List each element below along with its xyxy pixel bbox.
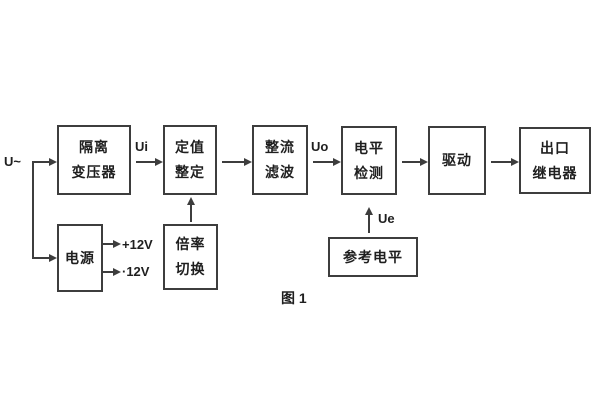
block-label: 驱动	[442, 152, 472, 168]
block-driver: 驱动	[428, 126, 486, 195]
label-ue: Ue	[378, 211, 395, 226]
arrow-driver-to-relay	[491, 161, 511, 163]
arrowhead-up-icon	[365, 207, 373, 215]
block-level-detector: 电平 检测	[341, 126, 397, 195]
label-plus-12v: +12V	[122, 237, 153, 252]
block-label: 倍率	[175, 236, 206, 252]
arrowhead-right-icon	[244, 158, 252, 166]
block-label: 整定	[175, 164, 205, 180]
arrow-setting-to-rectifier	[222, 161, 244, 163]
block-label: 变压器	[71, 164, 117, 180]
arrow-power-plus12v	[103, 243, 113, 245]
block-label: 隔离	[79, 139, 109, 155]
block-label: 参考电平	[343, 248, 403, 265]
line-input-branch	[32, 161, 34, 258]
arrowhead-right-icon	[333, 158, 341, 166]
arrowhead-right-icon	[155, 158, 163, 166]
block-ratio-switch: 倍率 切换	[163, 224, 218, 290]
arrow-power-input-line	[32, 257, 49, 259]
block-label: 检测	[354, 164, 384, 181]
block-output-relay: 出口 继电器	[519, 127, 591, 194]
label-uo: Uo	[311, 139, 329, 154]
block-label: 滤波	[265, 164, 295, 180]
label-input-voltage: U~	[4, 154, 21, 169]
arrowhead-right-icon	[420, 158, 428, 166]
arrowhead-right-icon	[113, 268, 121, 276]
arrowhead-right-icon	[511, 158, 519, 166]
arrowhead-right-icon	[49, 254, 57, 262]
block-reference-level: 参考电平	[328, 237, 418, 277]
arrow-rectifier-to-level	[313, 161, 333, 163]
block-label: 电平	[354, 139, 384, 156]
block-setting-adjust: 定值 整定	[163, 125, 217, 195]
arrow-ratio-to-setting	[190, 205, 192, 222]
arrow-transformer-to-setting	[136, 161, 155, 163]
arrow-power-minus12v	[103, 271, 113, 273]
arrowhead-right-icon	[113, 240, 121, 248]
arrow-reference-to-level	[368, 215, 370, 233]
block-label: 定值	[175, 139, 205, 155]
arrow-input-line	[33, 161, 49, 163]
block-label: 整流	[265, 139, 295, 155]
block-rectifier-filter: 整流 滤波	[252, 125, 308, 195]
block-isolation-transformer: 隔离 变压器	[57, 125, 131, 195]
label-ui: Ui	[135, 139, 148, 154]
block-label: 出口	[540, 139, 570, 156]
figure-caption: 图 1	[281, 290, 307, 306]
block-label: 继电器	[532, 164, 578, 181]
arrowhead-right-icon	[49, 158, 57, 166]
arrowhead-up-icon	[187, 197, 195, 205]
label-minus-12v: ·12V	[122, 264, 150, 279]
block-label: 切换	[175, 261, 206, 277]
block-power-supply: 电源	[57, 224, 103, 292]
arrow-level-to-driver	[402, 161, 420, 163]
block-label: 电源	[65, 249, 95, 266]
